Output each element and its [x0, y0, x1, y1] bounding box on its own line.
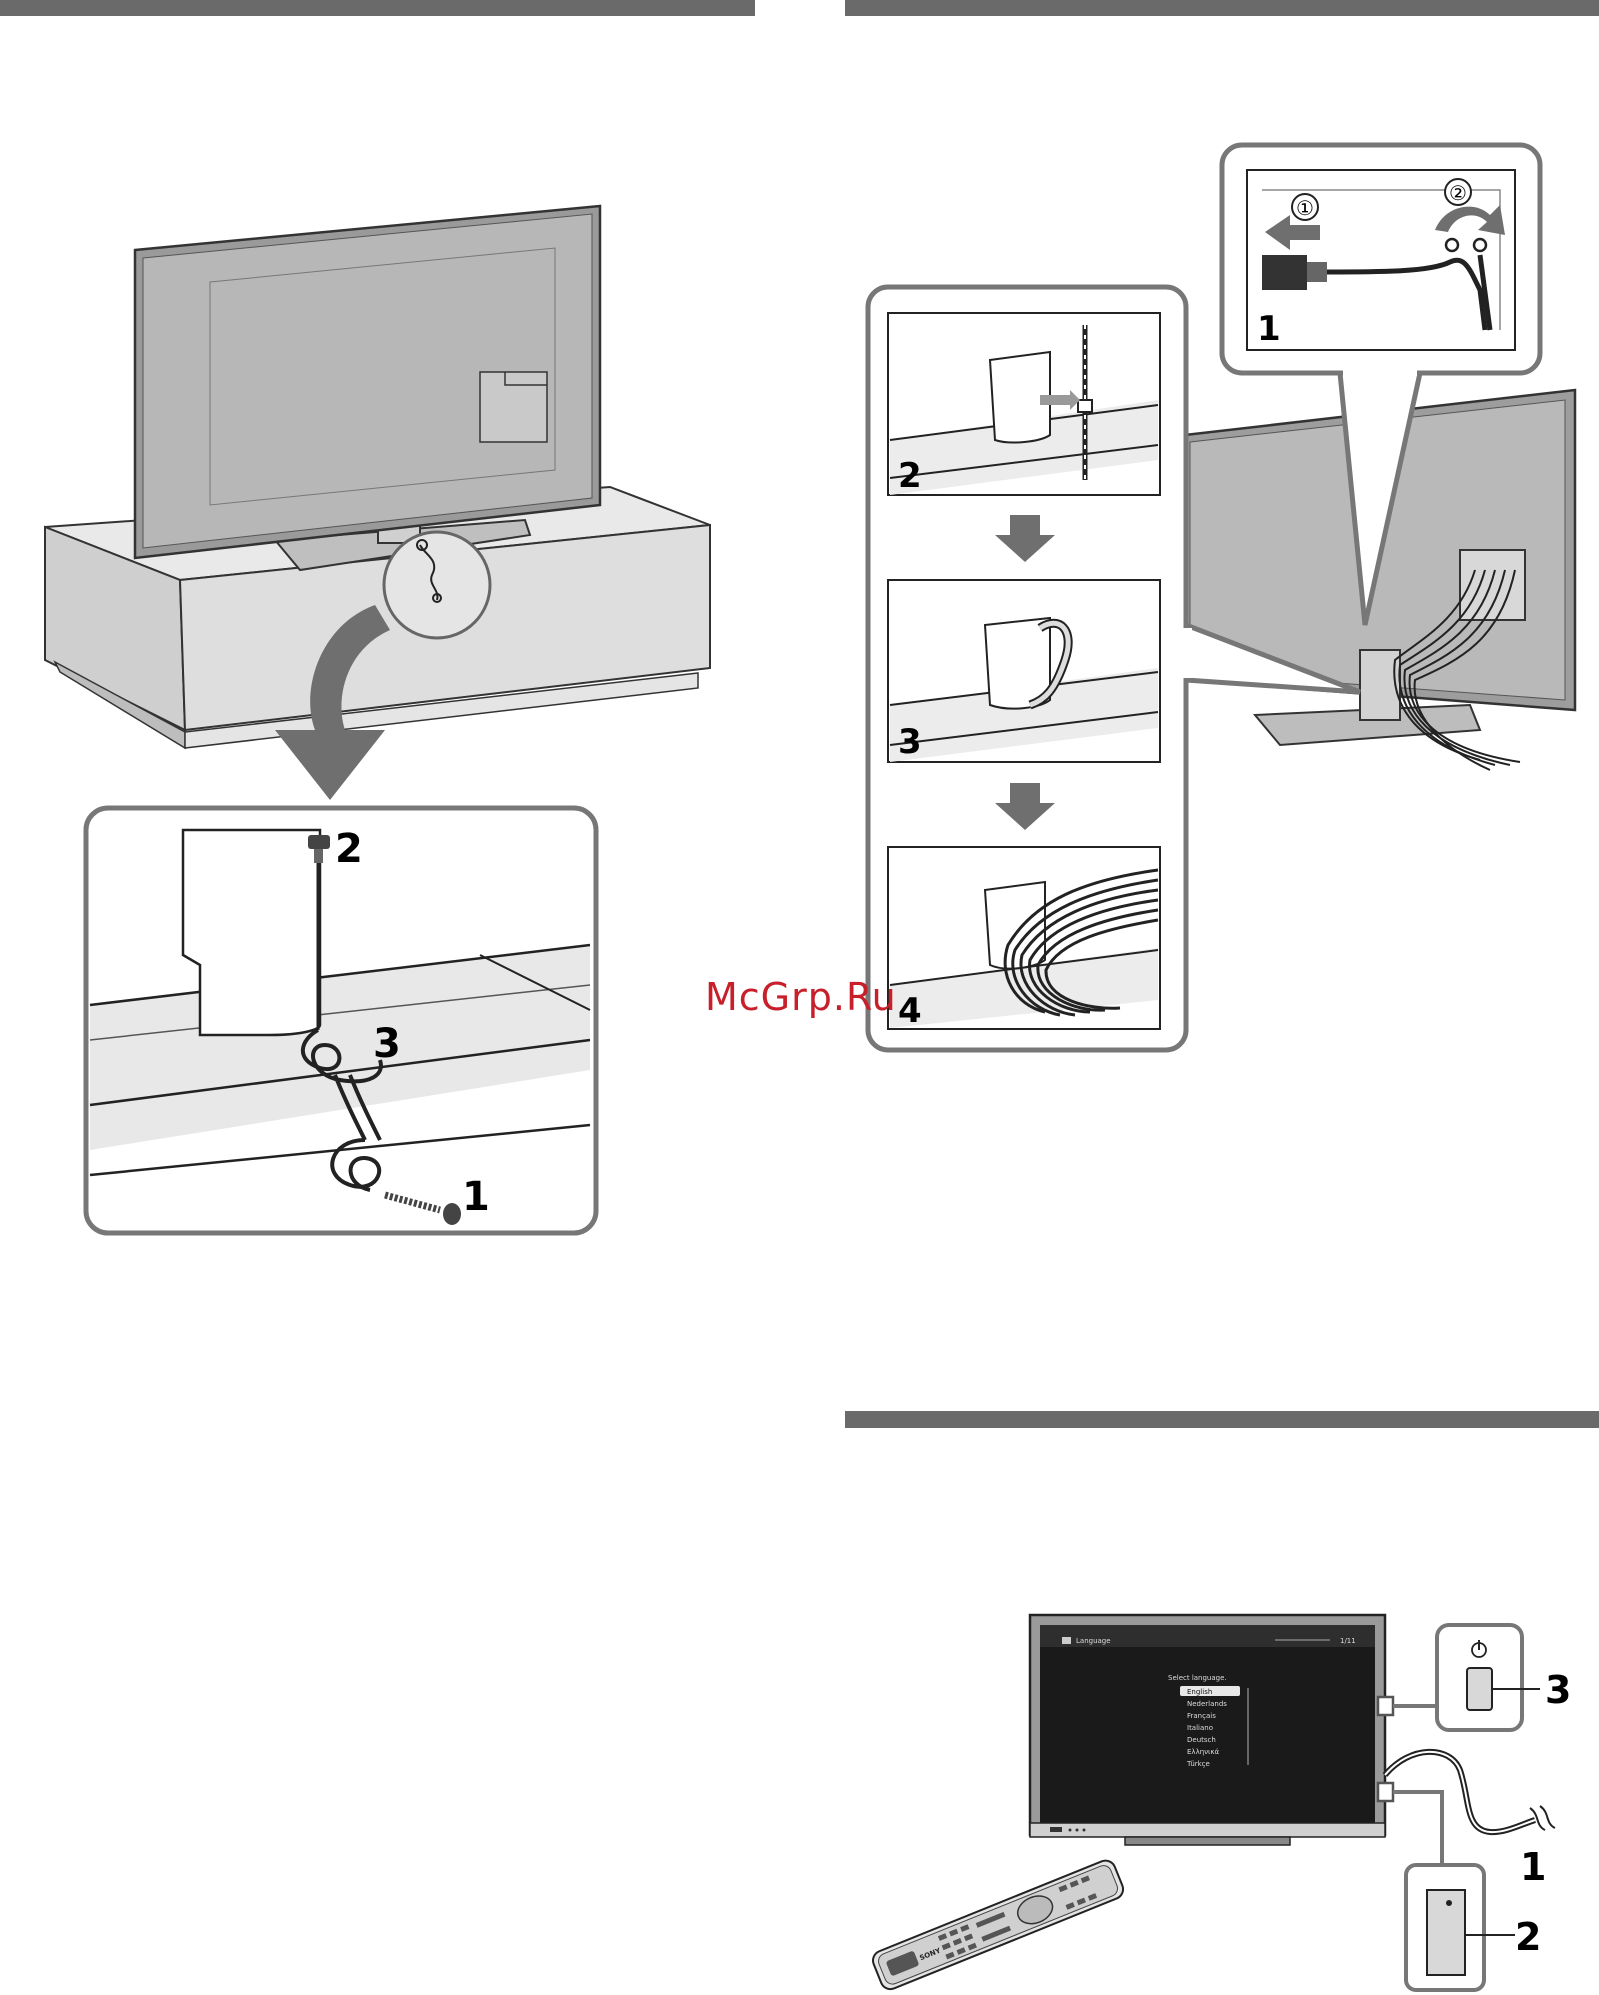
screen-language-3: Italiano [1187, 1724, 1213, 1732]
screen-page-indicator: 1/11 [1340, 1637, 1356, 1645]
screen-language-6: Türkçe [1186, 1760, 1210, 1768]
power-on-figure: Language 1/11 Select language. English N… [870, 1615, 1571, 1992]
watermark: McGrp.Ru [705, 975, 897, 1019]
screen-prompt: Select language. [1168, 1674, 1227, 1682]
screen-language-2: Français [1187, 1712, 1216, 1720]
tv-on-cabinet-figure: 2 3 1 [45, 206, 710, 1233]
step-1-label: 1 [1257, 309, 1281, 349]
step-4-label: 4 [898, 991, 922, 1031]
callout-3: 3 [373, 1021, 401, 1067]
power-callout-1: 1 [1520, 1845, 1546, 1889]
power-callout-2: 2 [1515, 1915, 1541, 1959]
screen-language-4: Deutsch [1187, 1736, 1216, 1744]
screen-language-5: Ελληνικά [1187, 1748, 1220, 1756]
circled-step-1: ① [1296, 196, 1314, 220]
circled-step-2: ② [1449, 181, 1467, 205]
screen-language-0: English [1187, 1688, 1212, 1696]
callout-2: 2 [335, 826, 363, 872]
step-3-label: 3 [898, 722, 922, 762]
power-callout-3: 3 [1545, 1668, 1571, 1712]
step-2-label: 2 [898, 456, 922, 496]
cable-management-figure: ① ② 1 2 3 [868, 145, 1575, 1050]
screen-header-title: Language [1076, 1637, 1111, 1645]
callout-1: 1 [462, 1174, 490, 1220]
screen-language-1: Nederlands [1187, 1700, 1227, 1708]
